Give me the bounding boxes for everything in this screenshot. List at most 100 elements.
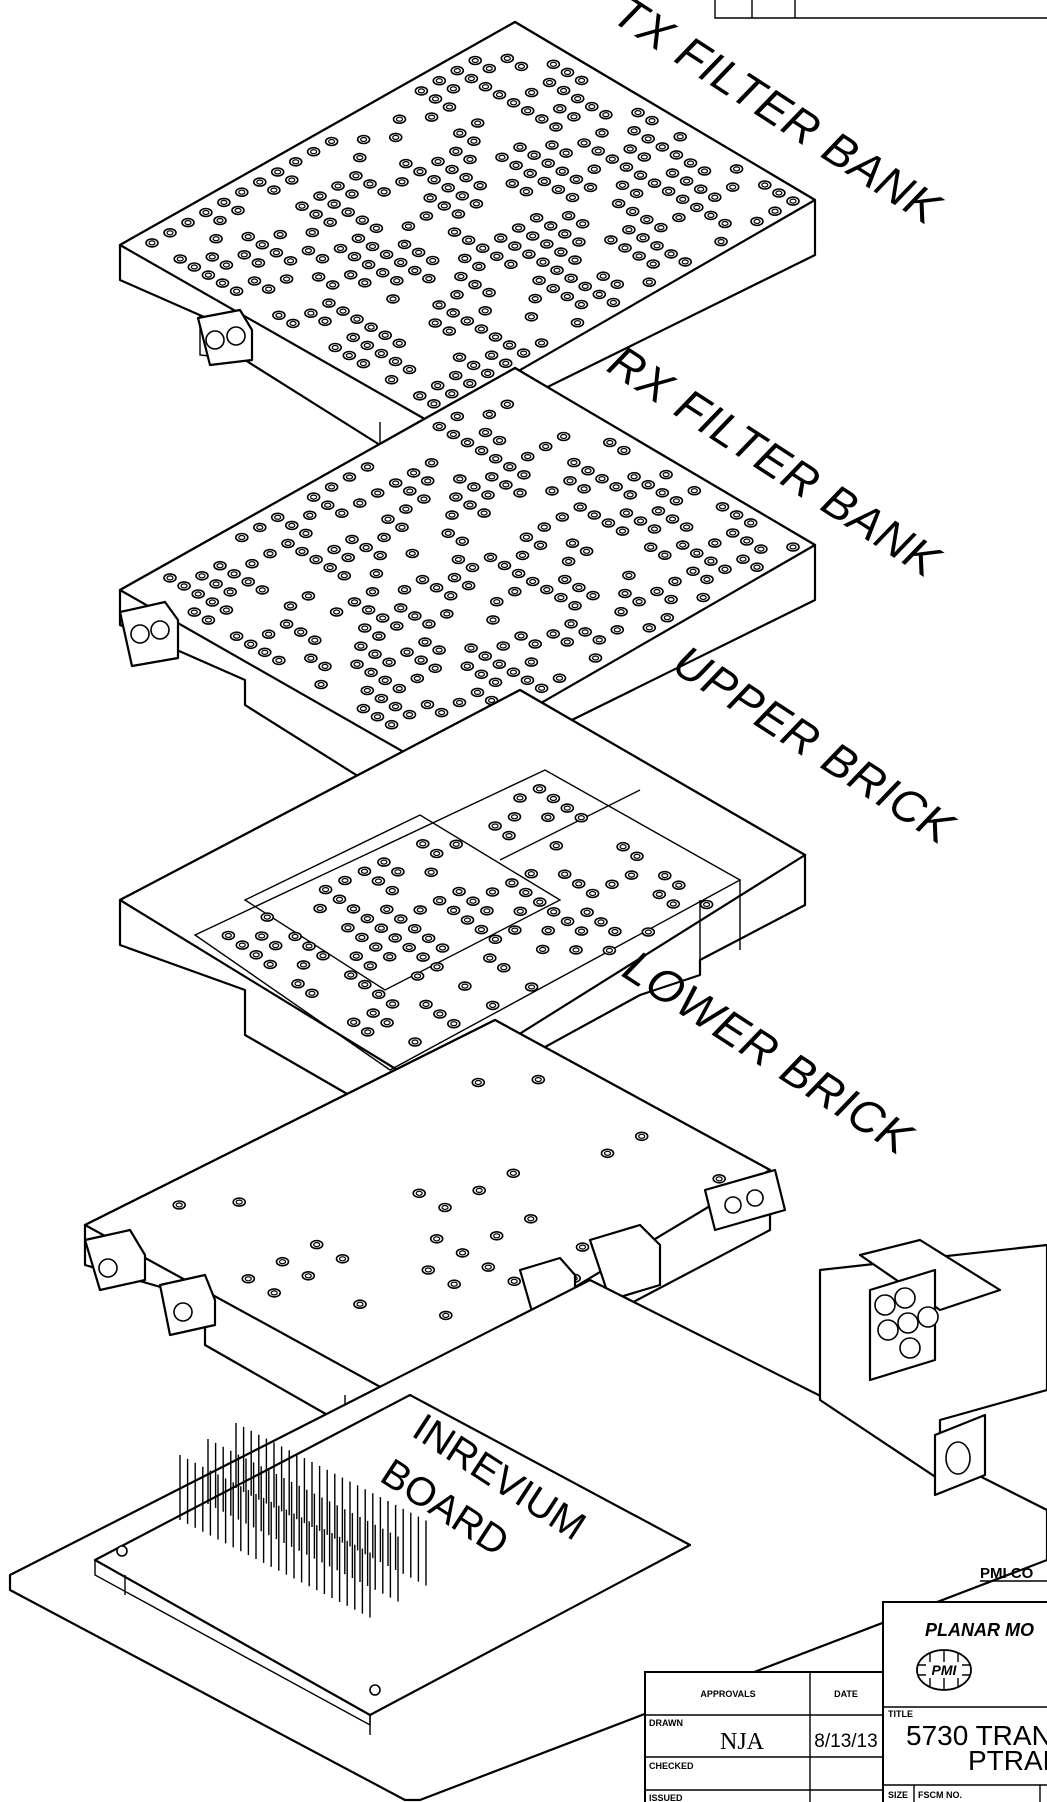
mounting-hole-inner [491,679,500,685]
mounting-hole-inner [438,709,446,716]
mounting-hole [281,538,295,549]
mounting-hole-inner [503,401,511,407]
mounting-hole [296,960,311,970]
mounting-hole [355,932,369,943]
mounting-hole [584,101,599,112]
mounting-hole [291,978,305,989]
mounting-hole [177,581,191,591]
mounting-hole-inner [522,189,531,195]
mounting-hole-inner [452,841,460,847]
mounting-hole-inner [483,908,491,914]
mounting-hole [757,180,772,190]
mounting-hole [565,192,580,203]
mounting-hole-inner [433,585,441,591]
mounting-hole-inner [625,572,633,579]
mounting-hole-inner [571,603,579,609]
mounting-hole-inner [697,186,705,192]
mounting-hole-inner [304,1273,312,1279]
mounting-hole [352,498,367,508]
mounting-hole-inner [425,276,433,282]
mounting-hole [631,107,645,118]
mounting-hole-inner [636,172,645,178]
mounting-hole [255,585,270,595]
mounting-hole [201,270,216,280]
mounting-hole [309,554,323,565]
mounting-hole [424,457,439,468]
mounting-hole-inner [376,552,384,559]
mounting-hole-inner [555,675,564,681]
mounting-hole [610,624,625,635]
mounting-hole-inner [510,1278,518,1284]
mounting-hole [560,291,575,302]
mounting-hole-inner [575,881,583,887]
mounting-hole-inner [319,953,327,959]
mounting-hole-inner [486,955,494,961]
mounting-hole-inner [613,627,621,633]
mounting-hole-inner [662,472,670,478]
mounting-hole-inner [402,161,410,167]
mounting-hole-inner [488,474,496,480]
mounting-hole-inner [463,440,472,446]
mounting-hole-inner [190,264,198,270]
mounting-hole-inner [429,257,437,264]
mounting-hole-inner [650,526,659,532]
mounting-hole-inner [272,942,280,949]
mounting-hole-inner [436,1011,444,1017]
mounting-hole-inner [663,615,671,621]
mounting-hole [469,199,484,209]
mounting-hole-inner [581,629,589,635]
mounting-hole-inner [454,556,462,563]
mounting-hole-inner [456,476,464,482]
mounting-hole-inner [625,227,633,233]
mounting-hole [539,584,554,595]
mounting-hole [451,554,466,565]
mounting-hole-inner [270,187,278,193]
mounting-hole [342,472,357,482]
mounting-hole [389,275,404,286]
mounting-hole [464,643,478,653]
pmi-logo: PMI [916,1649,972,1691]
mounting-hole-inner [184,220,192,226]
mounting-hole [532,783,547,794]
mounting-hole-inner [362,544,370,551]
mounting-hole [341,207,356,217]
mounting-hole [215,278,230,288]
mounting-hole [316,950,330,961]
mounting-hole [392,338,407,349]
mounting-hole-inner [657,225,665,231]
mounting-hole-inner [311,637,319,643]
mounting-hole-inner [363,464,372,470]
mounting-hole-inner [216,217,224,224]
mounting-hole [707,538,722,548]
mounting-hole [388,478,403,488]
mounting-hole-inner [648,117,656,124]
mounting-hole-inner [532,215,541,221]
mounting-hole [641,134,656,144]
mounting-hole-inner [761,182,769,188]
mounting-hole [615,180,630,191]
mounting-hole [272,655,286,666]
mounting-hole [529,213,544,223]
mounting-hole [306,492,321,502]
mounting-hole [187,607,202,617]
mounting-hole-inner [398,524,406,530]
mounting-hole [591,146,606,156]
mounting-hole [560,803,575,813]
mounting-hole-inner [570,114,578,120]
mounting-hole-inner [527,89,536,96]
mounting-hole [232,1197,246,1207]
mounting-hole-inner [375,633,383,639]
mounting-hole [377,187,391,197]
title-line1: 5730 TRANS [906,1720,1047,1751]
checked-label: CHECKED [649,1761,694,1771]
mounting-hole [678,257,693,267]
mounting-hole [507,586,522,597]
drawn-date: 8/13/13 [814,1731,877,1752]
mounting-hole-inner [326,564,334,571]
mounting-hole-inner [433,850,441,857]
mounting-hole-inner [584,468,592,474]
mounting-hole-inner [506,464,514,470]
mounting-hole-inner [609,299,618,306]
tx-connector [196,308,254,367]
mounting-hole-inner [672,152,681,158]
